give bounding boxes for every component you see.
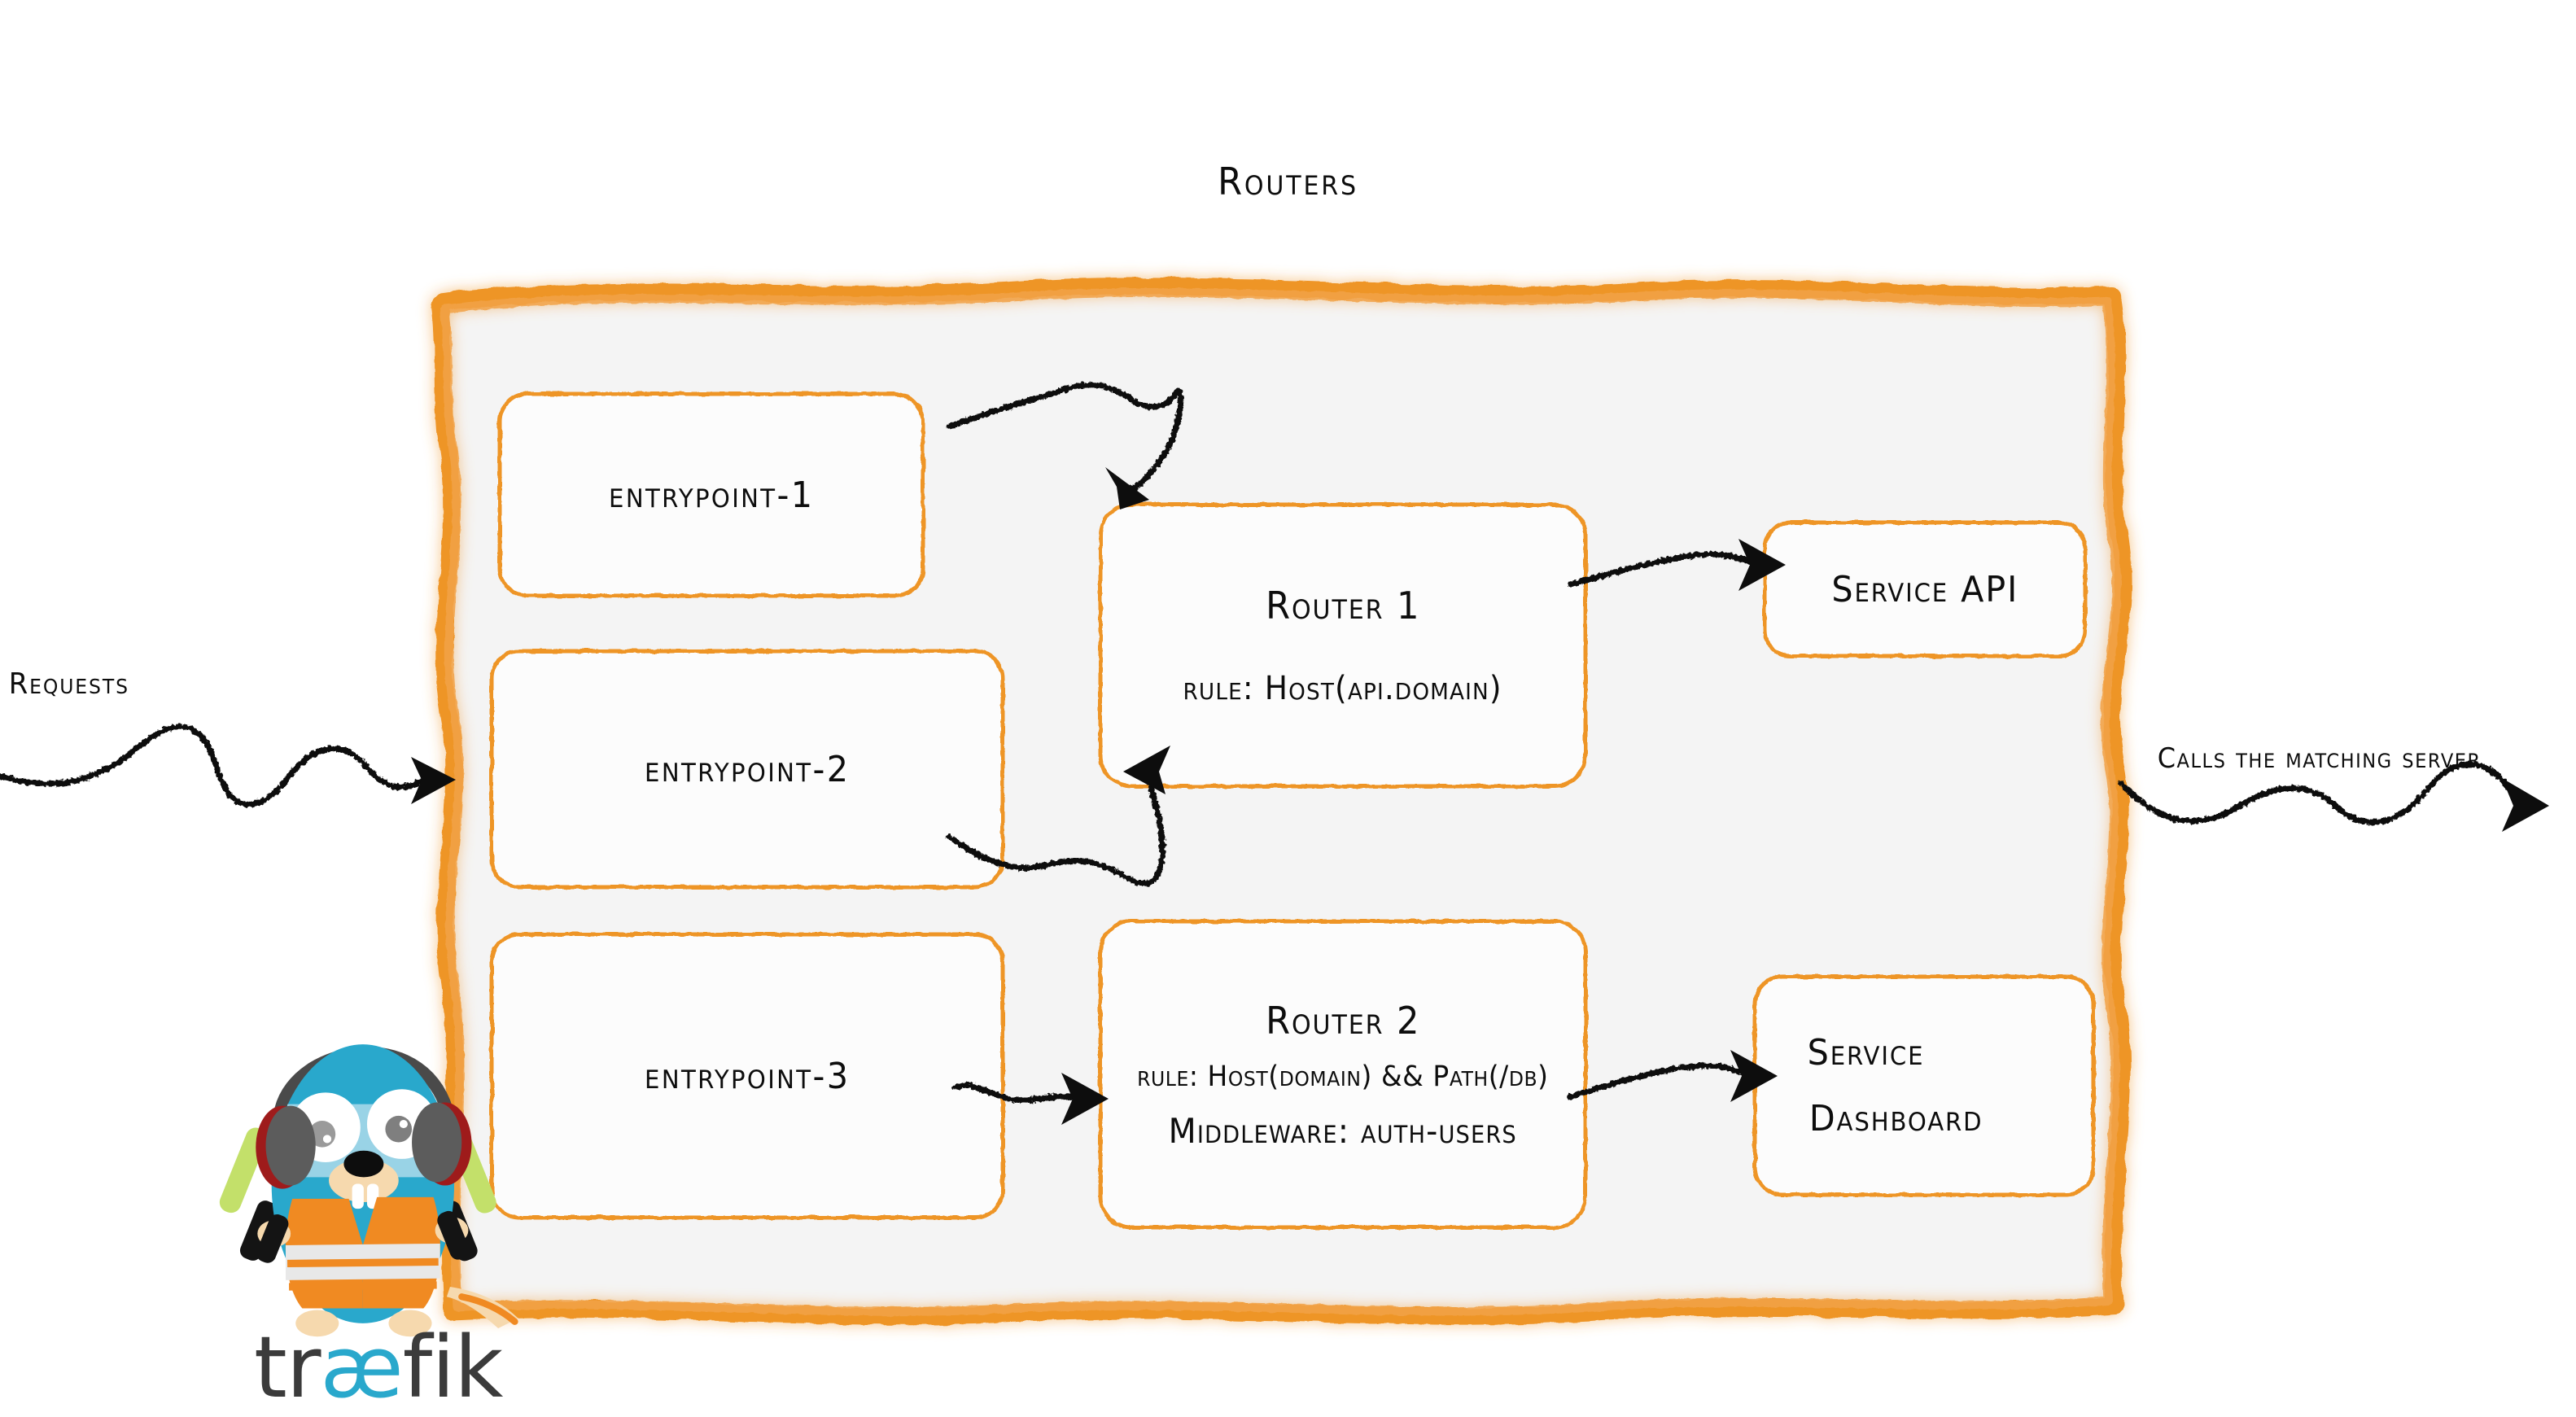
arrow-entrypoint1-router1: [946, 382, 1184, 492]
requests-label: Requests: [8, 667, 129, 701]
traefik-wordmark: træfik: [254, 1325, 503, 1410]
calls-matching-server-label: Calls the matching server: [2157, 742, 2482, 775]
wordmark-post: fik: [402, 1318, 504, 1417]
arrow-entrypoint2-router1: [946, 770, 1166, 886]
arrowhead-entrypoint3-router2: [1061, 1073, 1109, 1125]
entrypoint-3-box[interactable]: [489, 932, 1005, 1220]
entrypoint-2-box[interactable]: [489, 649, 1005, 890]
arrowhead-router2-dashboard: [1730, 1050, 1778, 1102]
routers-panel-border-2: [440, 287, 2122, 1316]
service-api-box[interactable]: [1762, 520, 2088, 658]
wordmark-pre: tr: [254, 1318, 321, 1417]
headphone-cup-right-icon: [412, 1102, 472, 1186]
entrypoint-1-box[interactable]: [497, 391, 925, 598]
router-1-box[interactable]: [1098, 502, 1588, 789]
arrowhead-router1-serviceapi: [1738, 539, 1786, 591]
arrowhead-entrypoint1-router1: [1105, 467, 1149, 510]
arrow-entrypoint3-router2: [951, 1082, 1078, 1104]
gopher-tooth-left: [352, 1183, 364, 1209]
headphone-cup-left-icon: [256, 1105, 316, 1189]
arrowhead-entrypoint2-router1: [1123, 746, 1170, 794]
router-2-box[interactable]: [1098, 919, 1588, 1230]
service-dashboard-box[interactable]: [1752, 974, 2096, 1197]
arrow-router1-serviceapi: [1568, 551, 1761, 588]
page-title: Routers: [1218, 160, 1358, 203]
gopher-foot-left: [295, 1310, 339, 1337]
arrow-calls-matching-server: [2118, 761, 2512, 825]
arrow-router2-dashboard: [1566, 1062, 1753, 1100]
arrowhead-requests: [411, 757, 456, 804]
gopher-foot-right: [388, 1310, 432, 1337]
gopher-pupil-right: [385, 1115, 413, 1143]
arrow-requests: [0, 724, 426, 807]
gopher-nose: [343, 1150, 384, 1178]
arrowhead-calls-matching-server: [2502, 778, 2549, 832]
routers-panel-border: [431, 277, 2132, 1325]
safety-vest-icon: [285, 1196, 440, 1309]
wordmark-ae-ligature: æ: [320, 1318, 404, 1417]
